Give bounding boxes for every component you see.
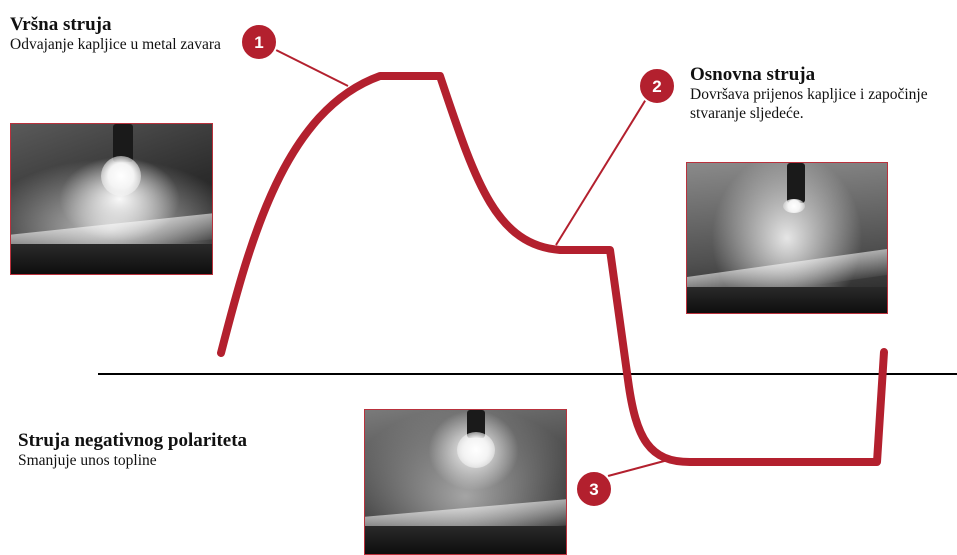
marker-1-number: 1 xyxy=(254,33,263,52)
marker-3: 3 xyxy=(576,471,612,507)
marker-3-number: 3 xyxy=(589,480,598,499)
marker-2-number: 2 xyxy=(652,77,661,96)
current-waveform-line xyxy=(221,76,884,462)
leader-line-2 xyxy=(556,96,648,245)
leader-line-3 xyxy=(608,460,668,476)
marker-1: 1 xyxy=(241,24,277,60)
leader-line-1 xyxy=(272,48,348,86)
marker-2: 2 xyxy=(639,68,675,104)
